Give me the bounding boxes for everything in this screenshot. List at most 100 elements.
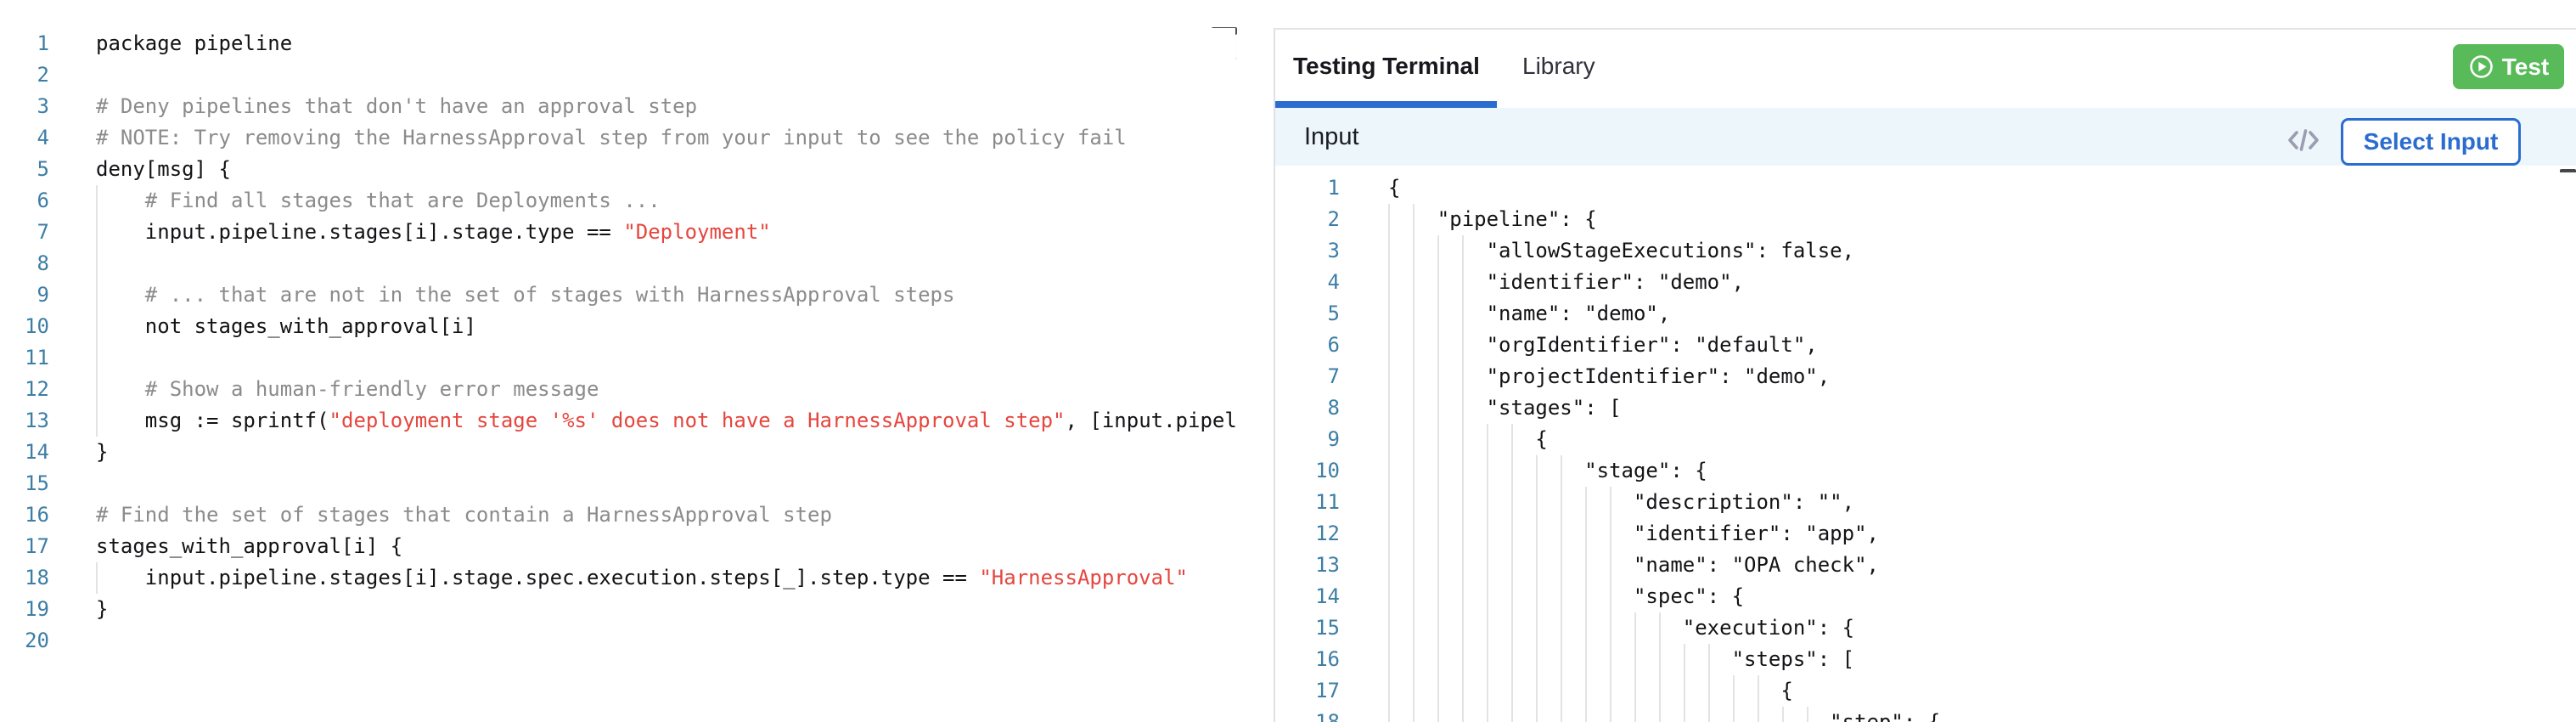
indent-guide [1684,644,1685,675]
code-line[interactable]: 12 # Show a human-friendly error message [0,374,1235,405]
line-number: 3 [1327,239,1340,262]
code-line[interactable]: 11 [0,342,1235,374]
indent-guide [1610,644,1611,675]
line-number: 2 [37,63,49,87]
indent-guide [1782,707,1784,722]
line-number: 16 [25,503,49,527]
line-number: 13 [25,409,49,432]
code-line[interactable]: 13 "name": "OPA check", [1275,550,2576,581]
code-text: "spec": { [1388,584,1745,608]
test-input-json-editor[interactable]: 1{2 "pipeline": {3 "allowStageExecutions… [1275,172,2576,722]
code-line[interactable]: 7 "projectIdentifier": "demo", [1275,361,2576,392]
code-line[interactable]: 15 [0,468,1235,499]
code-line[interactable]: 8 [0,248,1235,279]
code-line[interactable]: 14 "spec": { [1275,581,2576,612]
indent-guide [1561,487,1562,518]
code-line[interactable]: 9 # ... that are not in the set of stage… [0,279,1235,311]
code-line[interactable]: 12 "identifier": "app", [1275,518,2576,550]
indent-guide [1437,612,1439,644]
indent-guide [1511,675,1513,707]
indent-guide [1388,424,1390,455]
pane-divider[interactable] [1274,28,1275,722]
line-number: 17 [1315,679,1340,702]
line-number: 9 [1327,427,1340,451]
indent-guide [96,562,98,594]
indent-guide [1462,267,1464,298]
code-line[interactable]: 15 "execution": { [1275,612,2576,644]
code-icon[interactable] [2286,126,2320,155]
indent-guide [1388,298,1390,330]
code-text: "name": "OPA check", [1388,553,1879,577]
indent-guide [1413,487,1415,518]
code-line[interactable]: 16# Find the set of stages that contain … [0,499,1235,531]
indent-guide [1758,707,1759,722]
test-button[interactable]: Test [2453,44,2564,89]
code-line[interactable]: 14} [0,437,1235,468]
code-line[interactable]: 10 not stages_with_approval[i] [0,311,1235,342]
active-tab-underline [1275,101,1497,108]
code-line[interactable]: 18 input.pipeline.stages[i].stage.spec.e… [0,562,1235,594]
indent-guide [1511,550,1513,581]
code-line[interactable]: 17 { [1275,675,2576,707]
indent-guide [1413,235,1415,267]
indent-guide [1437,455,1439,487]
line-number: 12 [25,377,49,401]
indent-guide [1462,675,1464,707]
indent-guide [1610,518,1611,550]
code-line[interactable]: 11 "description": "", [1275,487,2576,518]
code-line[interactable]: 5 "name": "demo", [1275,298,2576,330]
code-line[interactable]: 2 "pipeline": { [1275,204,2576,235]
code-line[interactable]: 7 input.pipeline.stages[i].stage.type ==… [0,217,1235,248]
code-line[interactable]: 16 "steps": [ [1275,644,2576,675]
code-line[interactable]: 9 { [1275,424,2576,455]
line-number: 6 [1327,333,1340,357]
line-number: 6 [37,189,49,212]
code-line[interactable]: 13 msg := sprintf("deployment stage '%s'… [0,405,1235,437]
code-line[interactable]: 2 [0,59,1235,91]
indent-guide [1413,518,1415,550]
code-line[interactable]: 8 "stages": [ [1275,392,2576,424]
code-line[interactable]: 3# Deny pipelines that don't have an app… [0,91,1235,122]
code-line[interactable]: 4# NOTE: Try removing the HarnessApprova… [0,122,1235,154]
indent-guide [1388,455,1390,487]
code-text: "projectIdentifier": "demo", [1388,364,1831,388]
code-line[interactable]: 20 [0,625,1235,657]
indent-guide [96,311,98,342]
code-text: { [1388,176,1401,200]
indent-guide [1413,361,1415,392]
indent-guide [1487,644,1488,675]
code-line[interactable]: 1{ [1275,172,2576,204]
indent-guide [1388,644,1390,675]
code-text: "execution": { [1388,616,1855,640]
line-number: 4 [1327,270,1340,294]
indent-guide [1437,675,1439,707]
select-input-button[interactable]: Select Input [2341,118,2521,166]
code-text: stages_with_approval[i] { [96,534,403,558]
tab-testing-terminal[interactable]: Testing Terminal [1293,53,1480,79]
code-text: # Show a human-friendly error message [96,377,599,401]
code-line[interactable]: 3 "allowStageExecutions": false, [1275,235,2576,267]
indent-guide [1536,612,1538,644]
code-line[interactable]: 19} [0,594,1235,625]
line-number: 5 [1327,302,1340,325]
indent-guide [1536,707,1538,722]
code-text: not stages_with_approval[i] [96,314,476,338]
indent-guide [1413,675,1415,707]
indent-guide [1511,518,1513,550]
code-line[interactable]: 18 "step": { [1275,707,2576,722]
indent-guide [1561,707,1562,722]
tab-library[interactable]: Library [1522,53,1595,79]
code-text: # NOTE: Try removing the HarnessApproval… [96,126,1127,149]
code-line[interactable]: 6 "orgIdentifier": "default", [1275,330,2576,361]
play-icon [2469,55,2493,78]
indent-guide [1462,644,1464,675]
indent-guide [1462,487,1464,518]
code-line[interactable]: 4 "identifier": "demo", [1275,267,2576,298]
code-line[interactable]: 10 "stage": { [1275,455,2576,487]
code-line[interactable]: 6 # Find all stages that are Deployments… [0,185,1235,217]
line-number: 7 [1327,364,1340,388]
